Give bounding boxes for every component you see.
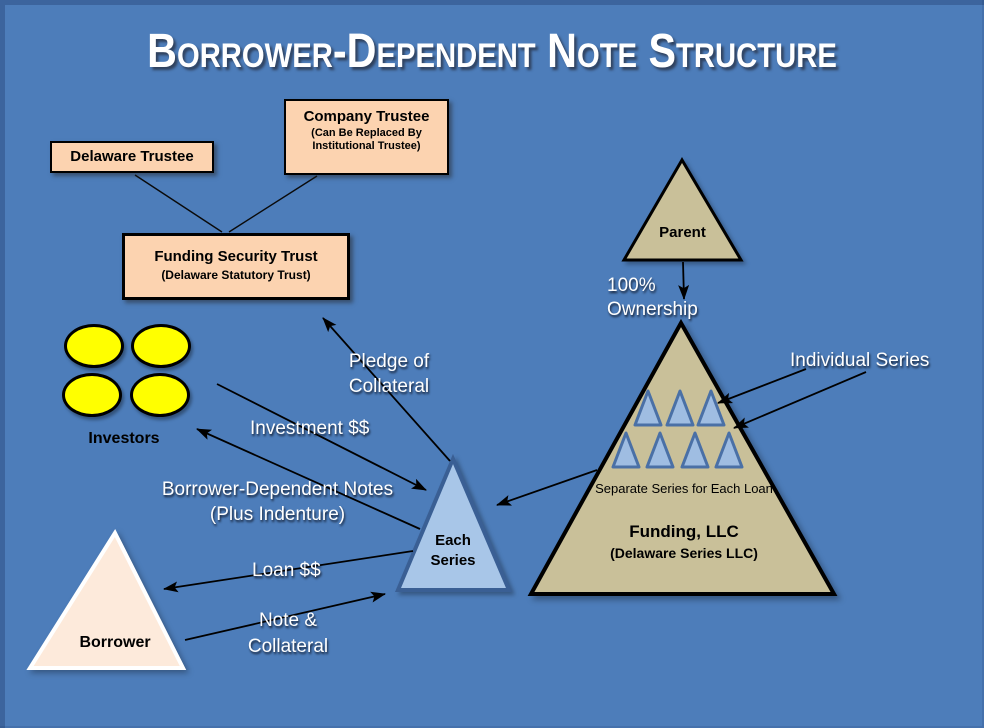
ownership-label: 100% Ownership — [607, 275, 698, 320]
arrow-loan — [163, 550, 414, 593]
funding-security-trust-label: Funding Security Trust — [154, 248, 318, 265]
company-trustee-box: Company Trustee (Can Be Replaced By Inst… — [284, 99, 449, 175]
borrower-dependent-notes-label: Borrower-Dependent Notes (Plus Indenture… — [145, 477, 410, 527]
arrow-note-collateral — [184, 591, 386, 641]
borrower-label: Borrower — [79, 634, 151, 651]
company-trustee-sublabel: (Can Be Replaced By Institutional Truste… — [311, 127, 422, 152]
series-mini-triangles — [611, 389, 744, 469]
parent-label: Parent — [659, 224, 706, 241]
funding-security-trust-box: Funding Security Trust (Delaware Statuto… — [122, 233, 350, 300]
funding-llc-triangle — [527, 318, 838, 596]
investment-label: Investment $$ — [250, 418, 370, 439]
arrow-borrower-dependent-notes — [196, 428, 421, 530]
page-title-text: Borrower-Dependent Note Structure — [147, 25, 837, 78]
funding-llc-sublabel: (Delaware Series LLC) — [610, 545, 758, 561]
parent-triangle — [621, 157, 744, 262]
funding-llc-label: Funding, LLC — [629, 522, 739, 541]
series-mini-triangle — [633, 389, 663, 427]
company-trustee-label: Company Trustee — [303, 108, 430, 125]
arrow-individual-series-1 — [717, 368, 807, 404]
series-mini-triangle — [680, 431, 710, 469]
arrow-ownership — [678, 261, 690, 300]
individual-series-label: Individual Series — [790, 350, 930, 371]
investor-ellipse — [62, 373, 122, 417]
arrow-pledge-of-collateral — [322, 317, 451, 462]
borrower-triangle — [26, 528, 187, 670]
series-mini-triangle — [665, 389, 695, 427]
connector-company-to-trust — [228, 175, 318, 233]
arrow-investment — [216, 383, 427, 491]
pledge-of-collateral-label: Pledge of Collateral — [348, 351, 430, 397]
note-collateral-label: Note & Collateral — [247, 610, 329, 657]
each-series-triangle — [394, 453, 513, 592]
investor-ellipse — [130, 373, 190, 417]
connector-delaware-to-trust — [134, 174, 223, 233]
investors-label: Investors — [88, 430, 160, 447]
series-mini-triangle — [645, 431, 675, 469]
separate-series-caption: Separate Series for Each Loan — [595, 481, 773, 496]
series-mini-triangle — [611, 431, 641, 469]
each-series-label: Each Series — [430, 532, 476, 569]
delaware-trustee-box: Delaware Trustee — [50, 141, 214, 173]
borrower-dependent-notes-line2: (Plus Indenture) — [209, 504, 346, 525]
series-mini-triangle — [714, 431, 744, 469]
arrow-individual-series-2 — [733, 371, 867, 429]
borrower-dependent-notes-line1: Borrower-Dependent Notes — [161, 479, 394, 500]
loan-label: Loan $$ — [252, 560, 321, 581]
page-title: Borrower-Dependent Note Structure — [0, 27, 984, 77]
series-mini-triangle — [696, 389, 726, 427]
arrow-funding-to-each-series — [496, 469, 598, 506]
investor-ellipse — [131, 324, 191, 368]
funding-security-trust-sublabel: (Delaware Statutory Trust) — [161, 268, 311, 282]
investor-ellipse — [64, 324, 124, 368]
delaware-trustee-label: Delaware Trustee — [70, 148, 194, 165]
